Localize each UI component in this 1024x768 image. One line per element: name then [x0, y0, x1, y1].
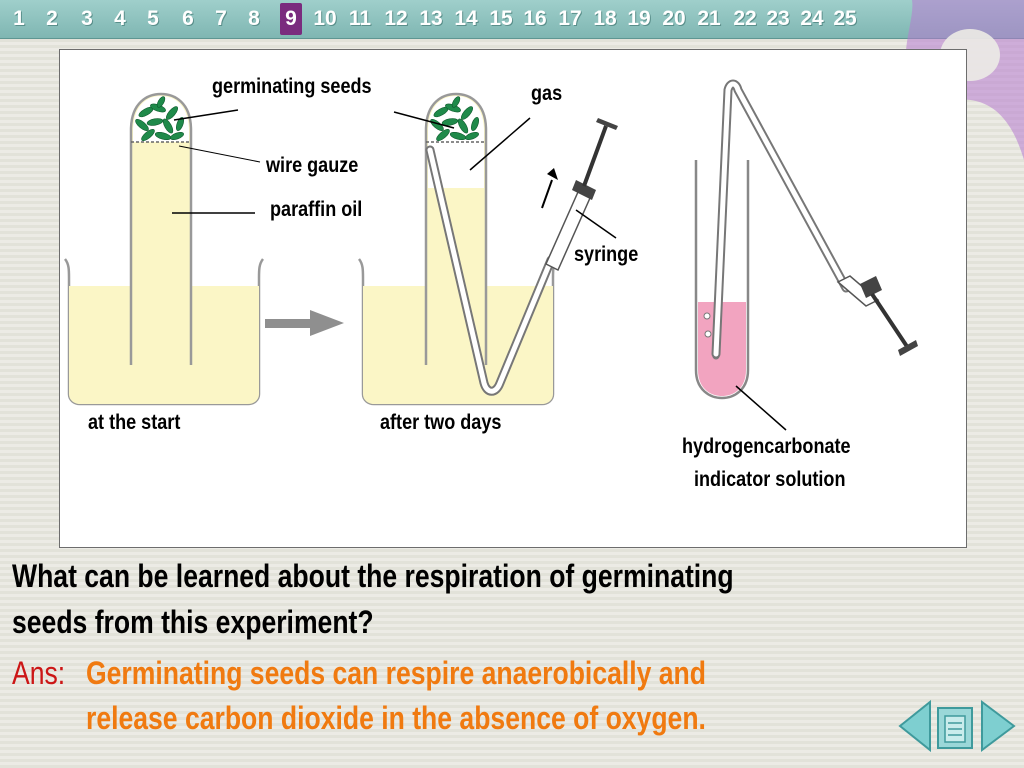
answer-line-2: release carbon dioxide in the absence of… [86, 700, 706, 736]
nav-page-17[interactable]: 17 [558, 7, 582, 30]
nav-page-22[interactable]: 22 [733, 7, 757, 30]
answer-line-1: Germinating seeds can respire anaerobica… [86, 655, 706, 691]
nav-page-20[interactable]: 20 [662, 7, 686, 30]
label-indicator-line1: hydrogencarbonate [682, 435, 851, 458]
nav-page-3[interactable]: 3 [81, 7, 93, 30]
nav-page-10[interactable]: 10 [313, 7, 337, 30]
left-arrow-icon[interactable] [898, 699, 931, 753]
answer-label: Ans: [12, 655, 66, 691]
progress-arrow [265, 310, 344, 336]
seeds-start [135, 96, 184, 141]
nav-page-5[interactable]: 5 [147, 7, 159, 30]
question-line-1: What can be learned about the respiratio… [12, 558, 734, 594]
question-line-2: seeds from this experiment? [12, 604, 374, 640]
beaker-after [357, 92, 618, 406]
indicator-solution [698, 302, 746, 396]
nav-page-11[interactable]: 11 [348, 7, 372, 30]
nav-page-15[interactable]: 15 [489, 7, 513, 30]
nav-page-2[interactable]: 2 [46, 7, 58, 30]
nav-page-16[interactable]: 16 [523, 7, 547, 30]
nav-page-13[interactable]: 13 [419, 7, 443, 30]
slide-index-icon[interactable] [937, 707, 973, 749]
nav-page-23[interactable]: 23 [766, 7, 790, 30]
nav-page-25[interactable]: 25 [833, 7, 857, 30]
label-at-the-start: at the start [88, 411, 181, 434]
nav-page-1[interactable]: 1 [13, 7, 25, 30]
nav-page-4[interactable]: 4 [114, 7, 126, 30]
test-tube-start [129, 92, 193, 365]
label-after-two-days: after two days [380, 411, 502, 434]
label-syringe: syringe [574, 243, 639, 266]
right-arrow-icon[interactable] [981, 700, 1016, 752]
nav-page-9[interactable]: 9 [280, 3, 302, 35]
label-paraffin-oil: paraffin oil [270, 198, 363, 221]
nav-page-19[interactable]: 19 [627, 7, 651, 30]
nav-page-8[interactable]: 8 [248, 7, 260, 30]
experiment-figure: germinating seeds gas wire gauze paraffi… [59, 49, 967, 548]
nav-page-12[interactable]: 12 [384, 7, 408, 30]
nav-page-7[interactable]: 7 [215, 7, 227, 30]
nav-page-18[interactable]: 18 [593, 7, 617, 30]
label-germinating-seeds: germinating seeds [212, 75, 372, 98]
seeds-after [430, 96, 479, 141]
label-wire-gauze: wire gauze [266, 154, 359, 177]
indicator-setup [694, 79, 918, 431]
label-indicator-line2: indicator solution [694, 468, 846, 491]
nav-page-14[interactable]: 14 [454, 7, 478, 30]
label-gas: gas [531, 82, 563, 105]
nav-page-24[interactable]: 24 [800, 7, 824, 30]
slide-controls [898, 699, 1016, 753]
nav-page-6[interactable]: 6 [182, 7, 194, 30]
nav-page-21[interactable]: 21 [697, 7, 721, 30]
beaker-start [63, 92, 265, 406]
